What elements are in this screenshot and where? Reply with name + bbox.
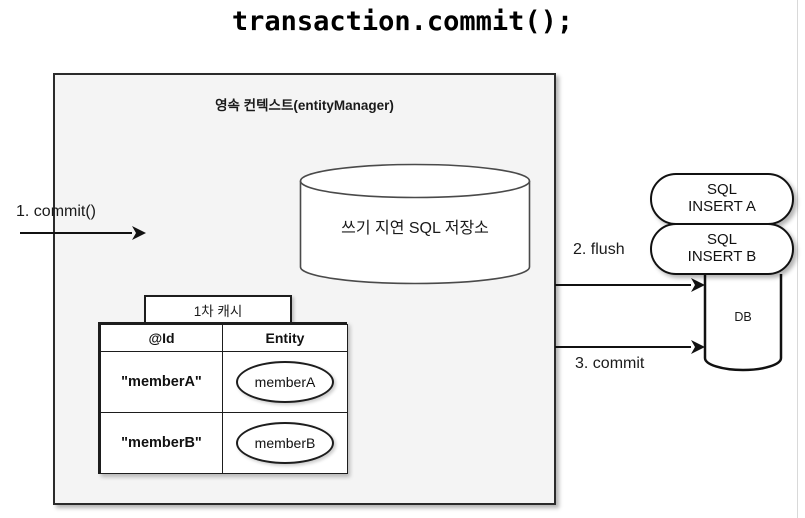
table-row: "memberB" memberB bbox=[100, 412, 348, 474]
sql-insert-a-line2: INSERT A bbox=[688, 198, 756, 215]
page-edge-line bbox=[797, 0, 798, 518]
entity-oval: memberB bbox=[236, 422, 334, 464]
arrow-flush bbox=[555, 278, 705, 292]
sql-insert-b-line1: SQL bbox=[706, 231, 737, 249]
sql-insert-a-line1: SQL bbox=[706, 181, 737, 199]
step-1-label: 1. commit() bbox=[16, 203, 96, 220]
write-behind-sql-store-label: 쓰기 지연 SQL 저장소 bbox=[341, 220, 489, 237]
table-header-row: @Id Entity bbox=[100, 324, 348, 352]
first-level-cache-label: 1차 캐시 bbox=[193, 303, 243, 319]
sql-insert-b-line2: INSERT B bbox=[687, 248, 757, 265]
write-behind-sql-store-cylinder bbox=[299, 163, 531, 285]
table-row: "memberA" memberA bbox=[100, 351, 348, 413]
cell-entity: memberB bbox=[222, 412, 348, 474]
step-2-label: 2. flush bbox=[573, 241, 625, 258]
column-header-id: @Id bbox=[100, 324, 223, 352]
cell-id: "memberA" bbox=[100, 351, 223, 413]
cell-id: "memberB" bbox=[100, 412, 223, 474]
step-3-label: 3. commit bbox=[575, 355, 645, 372]
arrow-commit bbox=[20, 226, 146, 240]
entity-oval: memberA bbox=[236, 361, 334, 403]
first-level-cache-table: @Id Entity "memberA" memberA "memberB" m… bbox=[98, 322, 348, 474]
page-title: transaction.commit(); bbox=[231, 6, 574, 37]
cell-entity: memberA bbox=[222, 351, 348, 413]
first-level-cache-tab: 1차 캐시 bbox=[144, 295, 292, 324]
arrow-commit-db bbox=[555, 340, 705, 354]
persistence-context-title: 영속 컨텍스트(entityManager) bbox=[215, 98, 394, 113]
database-label: DB bbox=[734, 310, 752, 324]
column-header-entity: Entity bbox=[222, 324, 348, 352]
database-cylinder bbox=[703, 272, 783, 372]
sql-insert-b-pill: SQL INSERT B bbox=[650, 223, 794, 275]
sql-insert-a-pill: SQL INSERT A bbox=[650, 173, 794, 225]
